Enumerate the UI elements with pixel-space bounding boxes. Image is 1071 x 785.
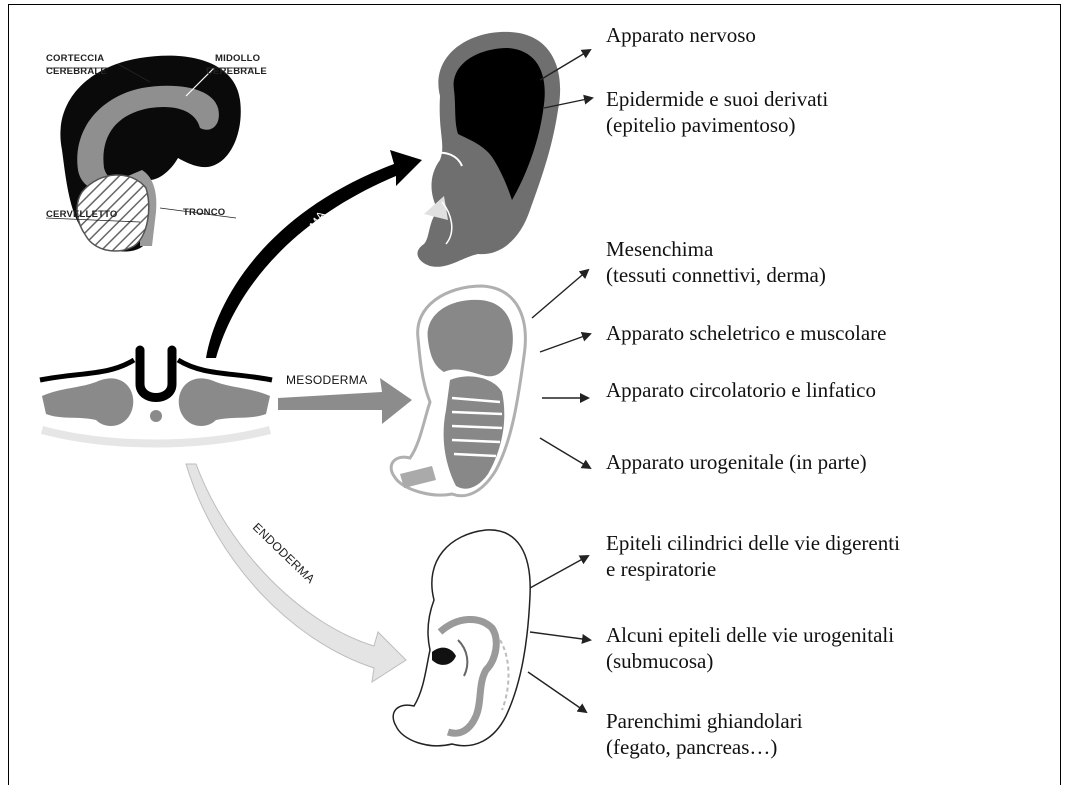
- ectoderm-derivative-2-line2: (epitelio pavimentoso): [606, 112, 828, 138]
- arrow-endo-3: [528, 672, 586, 712]
- section-left-mass: [42, 378, 133, 426]
- section-outer-outline: [40, 360, 272, 380]
- label-cortex-1: CORTECCIA: [46, 53, 104, 64]
- mesoderm-derivative-1-line2: (tessuti connettivi, derma): [606, 262, 826, 288]
- mesoderm-derivative-2: Apparato scheletrico e muscolare: [606, 320, 886, 346]
- label-mesoderm: MESODERMA: [286, 373, 367, 387]
- neural-tube-section: [40, 350, 272, 444]
- label-marrow-2: CEREBRALE: [206, 66, 267, 77]
- ectoderm-derivative-1-line1: Apparato nervoso: [606, 22, 756, 48]
- endoderm-embryo-outline: [393, 530, 530, 746]
- notochord-dot: [150, 410, 162, 422]
- mesoderm-derivative-4: Apparato urogenitale (in parte): [606, 449, 867, 475]
- endoderm-embryo: [393, 530, 530, 746]
- ectoderm-embryo: [417, 32, 560, 267]
- ectoderm-derivative-2-line1: Epidermide e suoi derivati: [606, 86, 828, 112]
- endoderm-derivative-1-line2: e respiratorie: [606, 556, 900, 582]
- label-cerebellum: CERVELLETTO: [46, 209, 118, 220]
- endoderm-derivative-3-line2: (fegato, pancreas…): [606, 734, 803, 760]
- arrow-meso-1: [532, 270, 588, 318]
- endoderm-derivative-2-line2: (submucosa): [606, 648, 894, 674]
- endoderm-derivative-1-line1: Epiteli cilindrici delle vie digerenti: [606, 530, 900, 556]
- mesoderm-derivative-1: Mesenchima (tessuti connettivi, derma): [606, 236, 826, 288]
- endoderm-derivative-2: Alcuni epiteli delle vie urogenitali (su…: [606, 622, 894, 674]
- arrow-meso-4: [540, 438, 590, 468]
- endoderm-derivative-3-line1: Parenchimi ghiandolari: [606, 708, 803, 734]
- label-marrow-1: MIDOLLO: [215, 53, 260, 64]
- mesoderm-derivative-3: Apparato circolatorio e linfatico: [606, 377, 876, 403]
- ectoderm-arrow: [206, 150, 422, 358]
- arrow-endo-1: [530, 556, 588, 588]
- label-trunk: TRONCO: [183, 207, 225, 218]
- mesoderm-head-mass: [428, 300, 513, 376]
- ectoderm-derivative-1: Apparato nervoso: [606, 22, 756, 48]
- label-cortex-2: CEREBRALE: [46, 66, 107, 77]
- mesoderm-derivative-2-line1: Apparato scheletrico e muscolare: [606, 320, 886, 346]
- endoderm-band: [42, 430, 270, 444]
- arrow-endo-2: [530, 632, 590, 640]
- mesoderm-derivative-3-line1: Apparato circolatorio e linfatico: [606, 377, 876, 403]
- neural-tube-u: [140, 350, 172, 398]
- endoderm-derivative-2-line1: Alcuni epiteli delle vie urogenitali: [606, 622, 894, 648]
- brain-illustration: CORTECCIA CEREBRALE MIDOLLO CEREBRALE CE…: [46, 53, 267, 252]
- endoderm-derivative-3: Parenchimi ghiandolari (fegato, pancreas…: [606, 708, 803, 760]
- mesoderm-embryo: [391, 286, 525, 496]
- arrow-meso-2: [540, 334, 590, 352]
- mesoderm-derivative-1-line1: Mesenchima: [606, 236, 826, 262]
- endoderm-derivative-1: Epiteli cilindrici delle vie digerenti e…: [606, 530, 900, 582]
- mesoderm-derivative-4-line1: Apparato urogenitale (in parte): [606, 449, 867, 475]
- section-right-mass: [179, 378, 270, 426]
- ectoderm-derivative-2: Epidermide e suoi derivati (epitelio pav…: [606, 86, 828, 138]
